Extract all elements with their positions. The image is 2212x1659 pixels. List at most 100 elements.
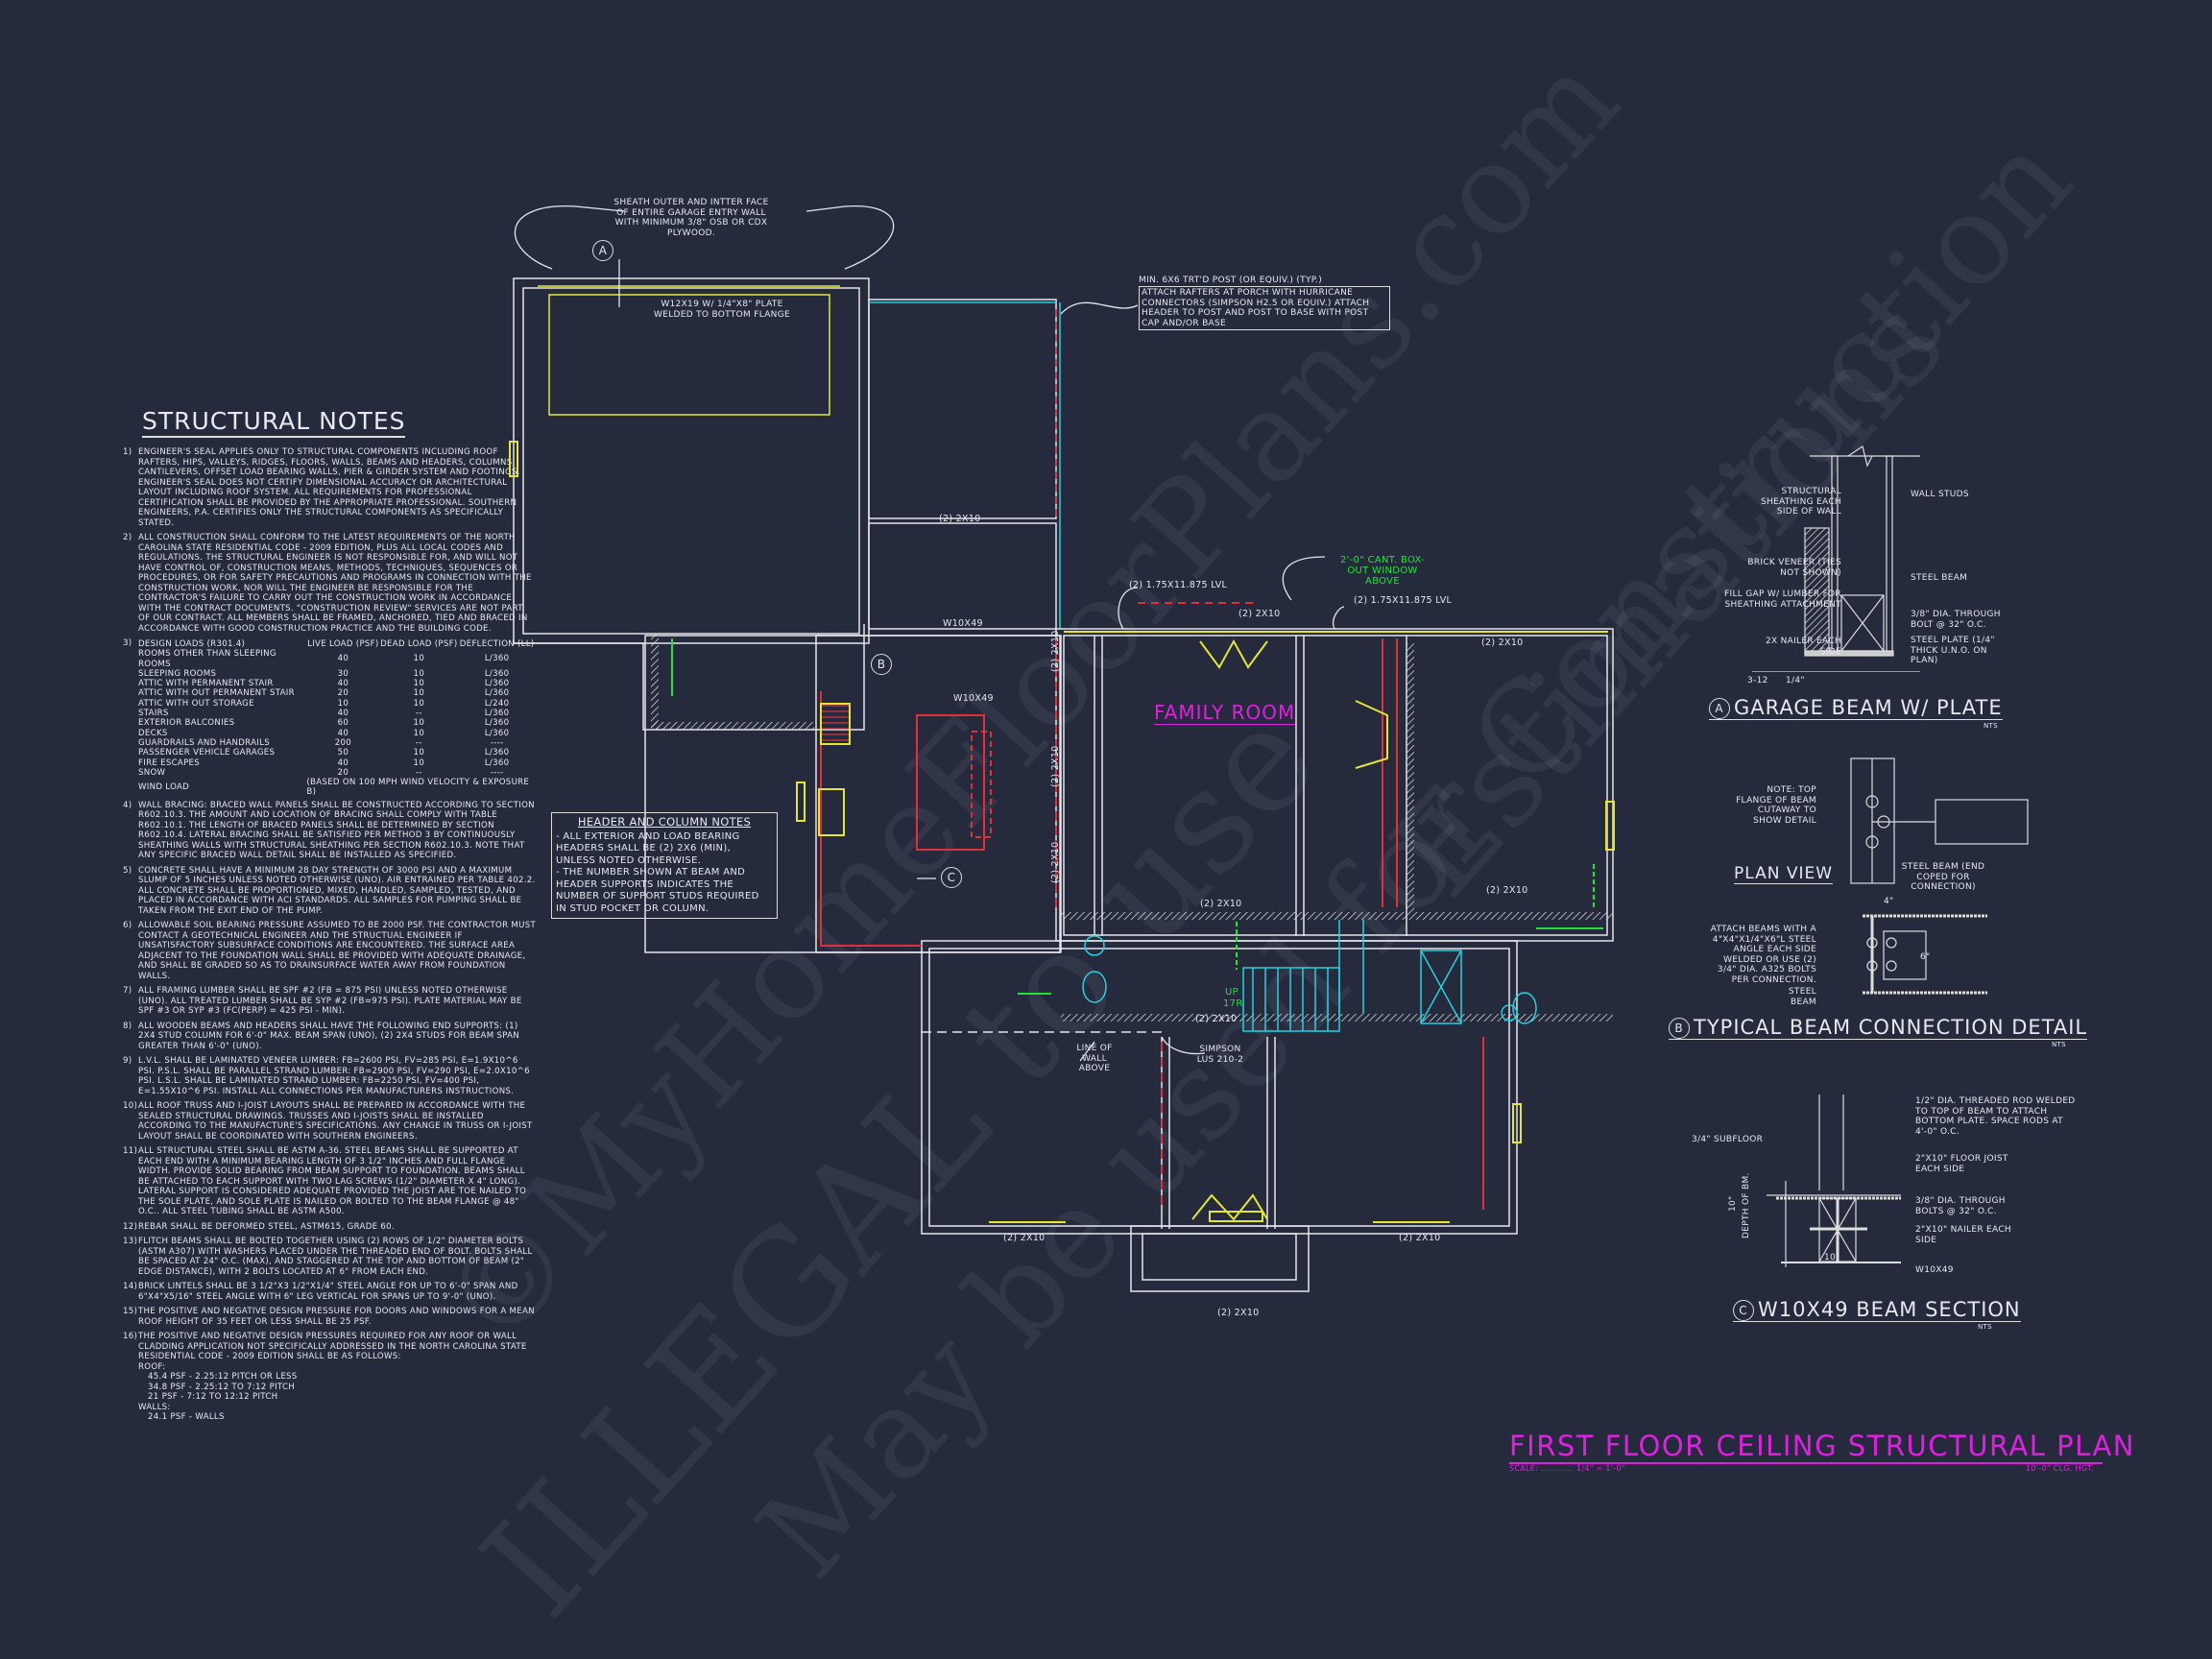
depth-label: DEPTH OF BM. <box>1742 1172 1751 1238</box>
detail-b-label: STEEL BEAM <box>1788 987 1816 1007</box>
detail-c-label: W10x49 <box>1915 1265 1954 1275</box>
plan-title: FIRST FLOOR CEILING STRUCTURAL PLAN <box>1509 1430 2135 1464</box>
detail-b-label: STEEL BEAM (END COPED FOR CONNECTION) <box>1901 862 1985 892</box>
roof-label: ROOF: <box>138 1361 166 1372</box>
detail-a-label: STEEL PLATE (1/4" THICK U.N.O. ON PLAN) <box>1911 636 1995 665</box>
plan-scale: SCALE: ............ 1/4" = 1'-0" <box>1509 1464 1625 1473</box>
detail-a-label: FILL GAP W/ LUMBER FOR SHEATHING ATTACHM… <box>1724 589 1841 610</box>
note-text: BRICK LINTELS SHALL BE 3 1/2"x3 1/2"x1/4… <box>138 1282 518 1302</box>
note-10: 10)ALL ROOF TRUSS AND I-JOIST LAYOUTS SH… <box>123 1101 536 1142</box>
green-lines <box>671 638 1603 995</box>
header-column-note: - ALL EXTERIOR AND LOAD BEARING HEADERS … <box>556 830 740 866</box>
detail-c-title: CW10x49 BEAM SECTION <box>1733 1298 2021 1322</box>
header-label: (2) 2x10 <box>939 514 981 524</box>
dimension-height: 6" <box>1920 952 1931 962</box>
detail-b-label: NOTE: TOP FLANGE OF BEAM CUTAWAY TO SHOW… <box>1736 785 1816 826</box>
note-number: 16) <box>123 1332 138 1342</box>
hatched-walls <box>651 634 1613 1022</box>
note-6: 6)ALLOWABLE SOIL BEARING PRESSURE ASSUME… <box>123 921 536 981</box>
garage-sheathing-note: SHEATH OUTER AND INTTER FACE OF ENTIRE G… <box>613 198 769 238</box>
porch-post-title: MIN. 6x6 TRT'D POST (OR EQUIV.) (TYP.) <box>1139 276 1323 285</box>
structural-notes-title: STRUCTURAL NOTES <box>142 407 406 438</box>
note-text: ALL CONSTRUCTION SHALL CONFORM TO THE LA… <box>138 533 532 634</box>
header-label: (2) 2x10 <box>1200 899 1242 909</box>
note-number: 10) <box>123 1101 138 1112</box>
col-dead: DEAD LOAD (PSF) <box>380 639 458 649</box>
section-marker-c: C <box>941 867 962 888</box>
header-label: (2) 2x10 <box>1195 1014 1238 1024</box>
detail-a-label: 3/8" DIA. THROUGH BOLT @ 32" O.C. <box>1911 610 2001 630</box>
dimension-width: 10" <box>1824 1253 1840 1262</box>
note-number: 4) <box>123 800 132 810</box>
room-label-family-room: FAMILY ROOM <box>1154 701 1296 725</box>
detail-b-label: ATTACH BEAMS WITH A 4"x4"x1/4"x6"L STEEL… <box>1710 925 1816 985</box>
detail-c-label: 3/4" SUBFLOOR <box>1692 1135 1764 1144</box>
note-5: 5)CONCRETE SHALL HAVE A MINIMUM 28 DAY S… <box>123 866 536 917</box>
note-15: 15)THE POSITIVE AND NEGATIVE DESIGN PRES… <box>123 1307 536 1327</box>
note-text: ALLOWABLE SOIL BEARING PRESSURE ASSUMED … <box>138 921 537 981</box>
detail-c-label: 2"x10" NAILER EACH SIDE <box>1915 1225 2011 1245</box>
weld-symbol: 3-12 <box>1747 676 1768 685</box>
red-dashed-lines <box>820 602 1484 1210</box>
detail-a-label: WALL STUDS <box>1911 490 1969 499</box>
leader-lines <box>514 205 1345 1062</box>
cooktop <box>818 788 845 836</box>
note-number: 15) <box>123 1307 138 1317</box>
detail-marker-b: B <box>1669 1018 1690 1039</box>
note-number: 2) <box>123 533 132 542</box>
header-label-vertical: (2) 2x10 <box>1050 745 1061 787</box>
stair-risers-label: 17R <box>1223 998 1243 1009</box>
detail-title-text: W10x49 BEAM SECTION <box>1758 1298 2021 1321</box>
note-number: 14) <box>123 1282 138 1292</box>
stairs <box>1082 920 1537 1032</box>
detail-c-label: 1/2" DIA. THREADED ROD WELDED TO TOP OF … <box>1915 1096 2076 1137</box>
lvl-beam-left: (2) 1.75x11.875 LVL <box>1129 580 1228 590</box>
stair-up-label: UP <box>1225 987 1238 998</box>
note-number: 12) <box>123 1221 138 1232</box>
col-live: LIVE LOAD (PSF) <box>307 639 379 649</box>
note-text: FLITCH BEAMS SHALL BE BOLTED TOGETHER US… <box>138 1237 533 1277</box>
detail-c-scale: NTS <box>1978 1323 1992 1331</box>
detail-title-text: GARAGE BEAM W/ PLATE <box>1734 696 2003 719</box>
note-7: 7)ALL FRAMING LUMBER SHALL BE SPF #2 (Fb… <box>123 986 536 1017</box>
note-text: ALL FRAMING LUMBER SHALL BE SPF #2 (Fb =… <box>138 986 522 1017</box>
detail-a-label: STRUCTURAL SHEATHING EACH SIDE OF WALL <box>1760 487 1841 517</box>
note-text: REBAR SHALL BE DEFORMED STEEL, ASTM615, … <box>138 1221 395 1232</box>
detail-c-drawing <box>1767 1094 1901 1267</box>
note-text: THE POSITIVE AND NEGATIVE DESIGN PRESSUR… <box>138 1332 527 1362</box>
note-number: 3) <box>123 638 132 648</box>
design-loads-table: DESIGN LOADS (R301.4) LIVE LOAD (PSF) DE… <box>138 639 536 798</box>
detail-b-drawing <box>1850 757 2029 995</box>
wall-pressure: 24.1 PSF - WALLS <box>148 1412 225 1423</box>
header-label-vertical: (2) 2x10 <box>1050 630 1061 672</box>
garage-beam-note: W12x19 w/ 1/4"x8" PLATE WELDED TO BOTTOM… <box>654 300 790 320</box>
note-3: 3) DESIGN LOADS (R301.4) LIVE LOAD (PSF)… <box>123 638 536 801</box>
note-text: ALL ROOF TRUSS AND I-JOIST LAYOUTS SHALL… <box>138 1101 533 1142</box>
fireplace-hearth <box>820 703 851 745</box>
detail-c-label: 2"x10" FLOOR JOIST EACH SIDE <box>1915 1154 2008 1174</box>
note-text: WALL BRACING: BRACED WALL PANELS SHALL B… <box>138 800 535 861</box>
structural-notes: 1)ENGINEER'S SEAL APPLIES ONLY TO STRUCT… <box>123 447 536 1423</box>
note-text: THE POSITIVE AND NEGATIVE DESIGN PRESSUR… <box>138 1307 535 1327</box>
note-4: 4) WALL BRACING: BRACED WALL PANELS SHALL… <box>123 801 536 861</box>
note-number: 9) <box>123 1056 132 1067</box>
note-2: 2) ALL CONSTRUCTION SHALL CONFORM TO THE … <box>123 533 536 634</box>
note-text: ENGINEER'S SEAL APPLIES ONLY TO STRUCTUR… <box>138 447 520 528</box>
note-number: 5) <box>123 865 132 876</box>
design-loads-heading: DESIGN LOADS (R301.4) <box>138 639 246 649</box>
dimension-depth: 10" <box>1728 1195 1738 1213</box>
note-text: L.V.L. SHALL BE LAMINATED VENEER LUMBER:… <box>138 1056 530 1096</box>
note-9: 9) L.V.L. SHALL BE LAMINATED VENEER LUMBE… <box>123 1056 536 1096</box>
detail-title-text: TYPICAL BEAM CONNECTION DETAIL <box>1694 1016 2088 1039</box>
porch-post-note: ATTACH RAFTERS AT PORCH WITH HURRICANE C… <box>1139 286 1390 330</box>
weld-size: 1/4" <box>1786 676 1805 685</box>
note-number: 11) <box>123 1146 138 1157</box>
